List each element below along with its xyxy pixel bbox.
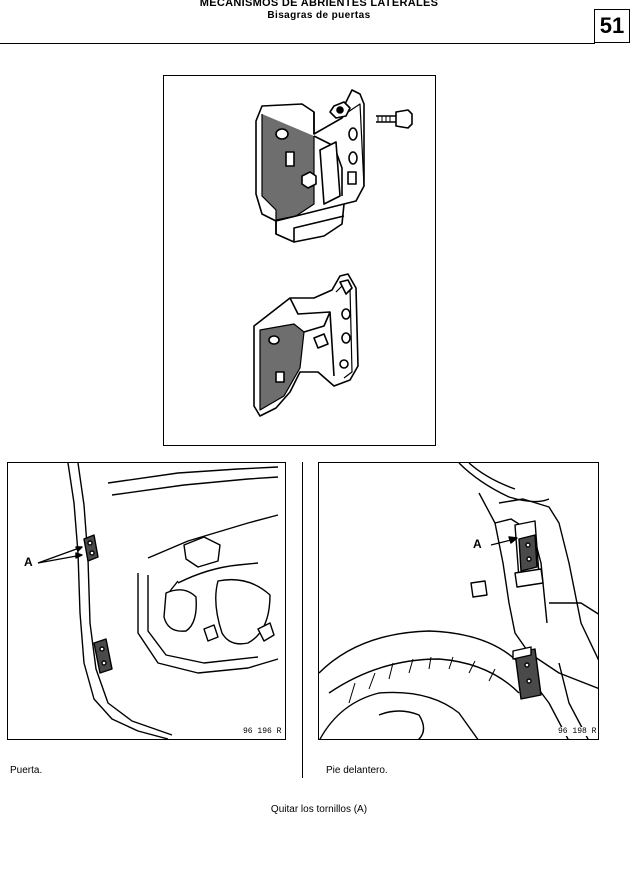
door-drawing [37,463,279,739]
callout-a-right: A [473,537,482,551]
caption-door: Puerta. [10,765,43,776]
page-number-box: 51 [594,9,630,43]
instruction-text: Quitar los tornillos (A) [270,804,368,815]
pillar-drawing [319,463,598,739]
lower-hinge-drawing [253,273,359,417]
hinge-illustration-figure [163,75,436,446]
header-rule [0,43,595,44]
column-divider [302,462,303,778]
front-pillar-figure: A 96 198 R [318,462,599,740]
caption-front-pillar: Pie delantero. [326,765,388,776]
page-subtitle: Bisagras de puertas [267,10,371,21]
page-title: MECANISMOS DE ABRIENTES LATERALES [199,0,439,9]
figure-ref-code-right: 96 198 R [557,727,598,736]
door-figure: A 96 196 R [7,462,286,740]
upper-hinge-drawing [255,89,413,243]
callout-a-left: A [24,555,33,569]
hinge-drawings [253,89,413,417]
figure-ref-code-left: 96 196 R [242,727,283,736]
